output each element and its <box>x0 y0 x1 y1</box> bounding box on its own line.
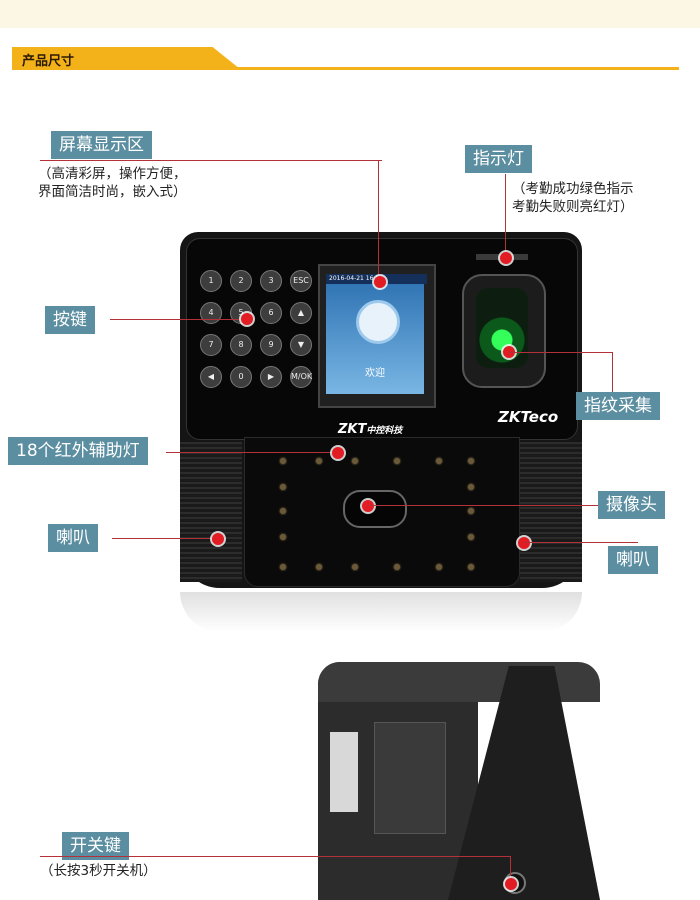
section-tab <box>12 47 240 69</box>
clock-icon <box>356 300 400 344</box>
leader-fingerprint <box>509 352 613 353</box>
label-screen: 屏幕显示区 <box>51 131 152 159</box>
leader-screen <box>40 160 382 161</box>
device-side-view <box>318 662 600 900</box>
label-fingerprint: 指纹采集 <box>576 392 660 420</box>
brand-logo-small: ZKT中控科技 <box>338 422 403 437</box>
keypad-key: 8 <box>230 334 252 356</box>
ir-light <box>394 564 400 570</box>
ir-light <box>316 564 322 570</box>
ir-light <box>436 458 442 464</box>
label-power: 开关键 <box>62 832 129 860</box>
device-reflection <box>180 592 582 632</box>
ir-light <box>468 458 474 464</box>
keypad-key: 2 <box>230 270 252 292</box>
marker-speaker-right <box>518 537 530 549</box>
label-ir: 18个红外辅助灯 <box>8 437 148 465</box>
fingerprint-sensor <box>476 288 528 368</box>
marker-power <box>505 878 517 890</box>
ir-light <box>436 564 442 570</box>
marker-speaker-left <box>212 533 224 545</box>
keypad-key: 1 <box>200 270 222 292</box>
marker-screen <box>374 276 386 288</box>
note-indicator: （考勤成功绿色指示 考勤失败则亮红灯） <box>512 181 634 215</box>
keypad-key: ◀ <box>200 366 222 388</box>
marker-keys <box>241 313 253 325</box>
ir-light <box>280 484 286 490</box>
section-title: 产品尺寸 <box>22 54 75 69</box>
screen-welcome: 欢迎 <box>365 368 385 379</box>
ir-light <box>468 564 474 570</box>
leader-power-v <box>510 856 511 882</box>
keypad-key: 7 <box>200 334 222 356</box>
leader-speaker-right <box>524 542 638 543</box>
keypad-key: 0 <box>230 366 252 388</box>
leader-indicator <box>505 174 506 258</box>
keypad-key: 4 <box>200 302 222 324</box>
leader-camera <box>368 505 600 506</box>
top-band <box>0 0 700 28</box>
keypad-key: 9 <box>260 334 282 356</box>
leader-fingerprint-v <box>612 352 613 392</box>
ir-light <box>468 534 474 540</box>
keypad-key: ▶ <box>260 366 282 388</box>
keypad-key: 3 <box>260 270 282 292</box>
speaker-grille-left <box>180 442 242 582</box>
ir-light <box>352 564 358 570</box>
keypad-key: 6 <box>260 302 282 324</box>
ir-light <box>280 458 286 464</box>
speaker-grille-right <box>520 442 582 582</box>
section-header: 产品尺寸 <box>12 47 240 69</box>
marker-camera <box>362 500 374 512</box>
ir-light <box>280 534 286 540</box>
side-sticker <box>330 732 358 812</box>
keypad-key: ▼ <box>290 334 312 356</box>
brand-logo: ZKTeco <box>498 408 559 426</box>
label-camera: 摄像头 <box>598 491 665 519</box>
ir-light <box>468 508 474 514</box>
marker-indicator <box>500 252 512 264</box>
ir-light <box>316 458 322 464</box>
label-keys: 按键 <box>45 306 95 334</box>
side-cover-panel <box>374 722 446 834</box>
keypad-key: M/OK <box>290 366 312 388</box>
ir-light <box>394 458 400 464</box>
leader-ir <box>166 452 336 453</box>
camera-lens <box>343 490 407 528</box>
brand-sub-logo: 中控科技 <box>366 426 403 436</box>
section-rule <box>12 67 679 70</box>
label-speaker-right: 喇叭 <box>608 546 658 574</box>
label-speaker-left: 喇叭 <box>48 524 98 552</box>
leader-keys <box>110 319 245 320</box>
ir-light <box>352 458 358 464</box>
ir-light <box>280 508 286 514</box>
keypad-key: ▲ <box>290 302 312 324</box>
leader-speaker-left <box>112 538 216 539</box>
note-power: （长按3秒开关机） <box>40 863 157 879</box>
keypad-key: ESC <box>290 270 312 292</box>
leader-screen-v <box>378 160 379 282</box>
label-indicator: 指示灯 <box>465 145 532 173</box>
ir-light <box>468 484 474 490</box>
marker-ir <box>332 447 344 459</box>
note-screen: （高清彩屏，操作方便， 界面简洁时尚，嵌入式） <box>38 166 187 200</box>
leader-power <box>40 856 510 857</box>
ir-light <box>280 564 286 570</box>
